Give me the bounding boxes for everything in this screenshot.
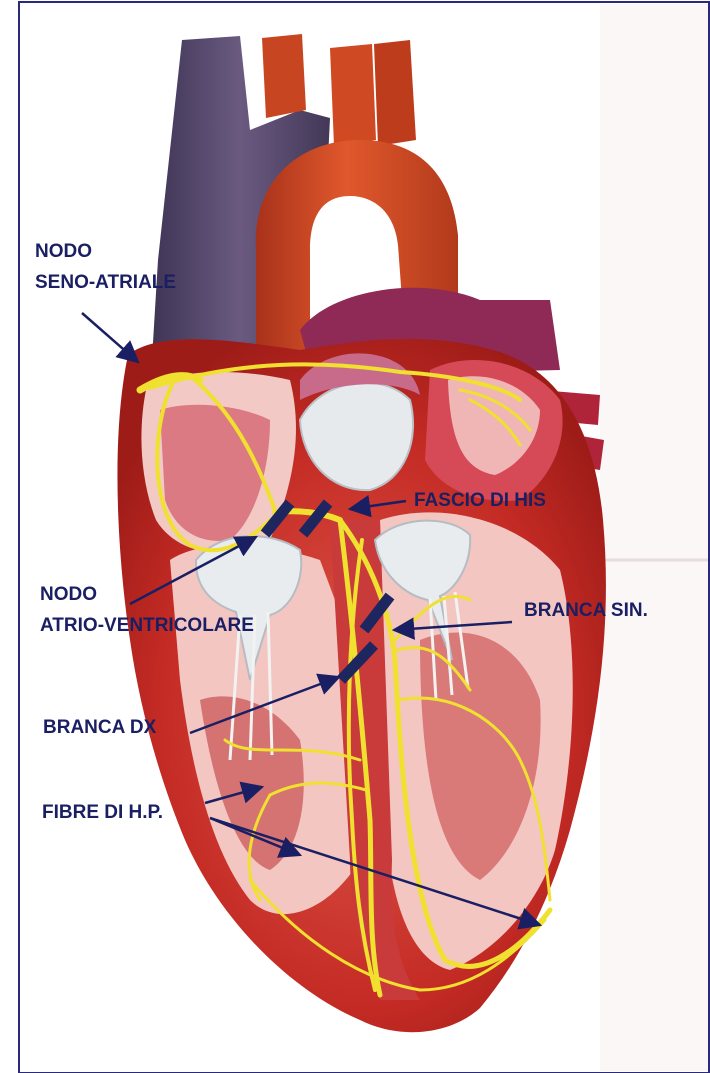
pulmonary-vessel-left <box>262 34 306 118</box>
label-nodo-seno-line1: NODO <box>35 239 92 264</box>
label-nodo-av-line2: ATRIO-VENTRICOLARE <box>40 613 254 638</box>
label-branca-dx: BRANCA DX <box>43 715 156 740</box>
background-panel <box>600 4 708 1071</box>
brachiocephalic-artery <box>330 44 376 146</box>
label-fascio-his: FASCIO DI HIS <box>414 488 546 513</box>
label-nodo-seno-line2: SENO-ATRIALE <box>35 270 176 295</box>
label-nodo-av-line1: NODO <box>40 582 97 607</box>
subclavian-artery <box>374 40 416 146</box>
arrow-nodo-seno <box>82 313 138 362</box>
label-fibre-hp: FIBRE DI H.P. <box>42 800 163 825</box>
label-branca-sin: BRANCA SIN. <box>524 598 648 623</box>
